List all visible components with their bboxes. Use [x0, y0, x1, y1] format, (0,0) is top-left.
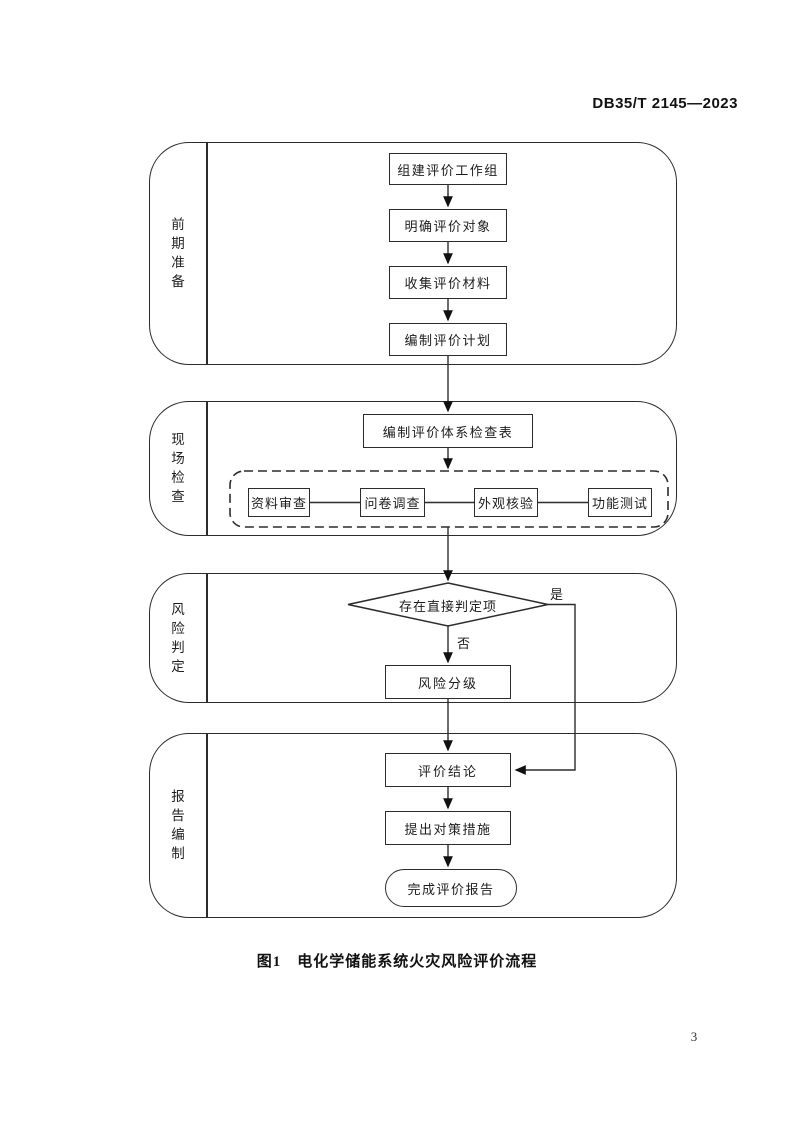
node-doc-review: 资料审查: [248, 488, 310, 517]
lane-label-preparation: 前期准备: [171, 217, 185, 289]
decision-yes-label: 是: [549, 586, 564, 602]
lane-divider: [206, 402, 208, 535]
lane-risk-determination: [149, 573, 677, 703]
flow-arrows: [310, 185, 588, 868]
decision-diamond: [347, 582, 549, 627]
node-make-plan: 编制评价计划: [389, 323, 507, 356]
lane-preparation: [149, 142, 677, 365]
lane-label-report-compilation: 报告编制: [171, 789, 185, 861]
node-risk-grading: 风险分级: [385, 665, 511, 699]
figure-caption: 图1 电化学储能系统火灾风险评价流程: [0, 950, 794, 971]
node-measures: 提出对策措施: [385, 811, 511, 845]
arrow-decision-yes-to-conclusion: [514, 603, 576, 775]
lane-label-site-inspection: 现场检查: [171, 432, 185, 504]
node-visual-check: 外观核验: [474, 488, 538, 517]
lane-divider: [206, 143, 208, 364]
lane-report-compilation: [149, 733, 677, 918]
figure-caption-number: 图1: [256, 954, 282, 970]
figure-caption-title: 电化学储能系统火灾风险评价流程: [297, 954, 538, 970]
node-conclusion: 评价结论: [385, 753, 511, 787]
lane-divider: [206, 734, 208, 917]
decision-label: 存在直接判定项: [398, 598, 497, 614]
node-final-report: 完成评价报告: [385, 869, 517, 907]
node-form-team: 组建评价工作组: [389, 153, 507, 185]
inspection-methods-dashed-box: [229, 470, 669, 528]
node-function-test: 功能测试: [588, 488, 652, 517]
page-number: 3: [690, 1029, 698, 1044]
lane-site-inspection: [149, 401, 677, 536]
node-checklist: 编制评价体系检查表: [363, 414, 533, 448]
node-define-target: 明确评价对象: [389, 209, 507, 242]
node-questionnaire: 问卷调查: [360, 488, 425, 517]
decision-no-label: 否: [456, 635, 471, 651]
lane-label-risk-determination: 风险判定: [171, 602, 185, 674]
standard-number: DB35/T 2145—2023: [592, 95, 738, 112]
lane-divider: [206, 574, 208, 702]
node-collect-materials: 收集评价材料: [389, 266, 507, 299]
